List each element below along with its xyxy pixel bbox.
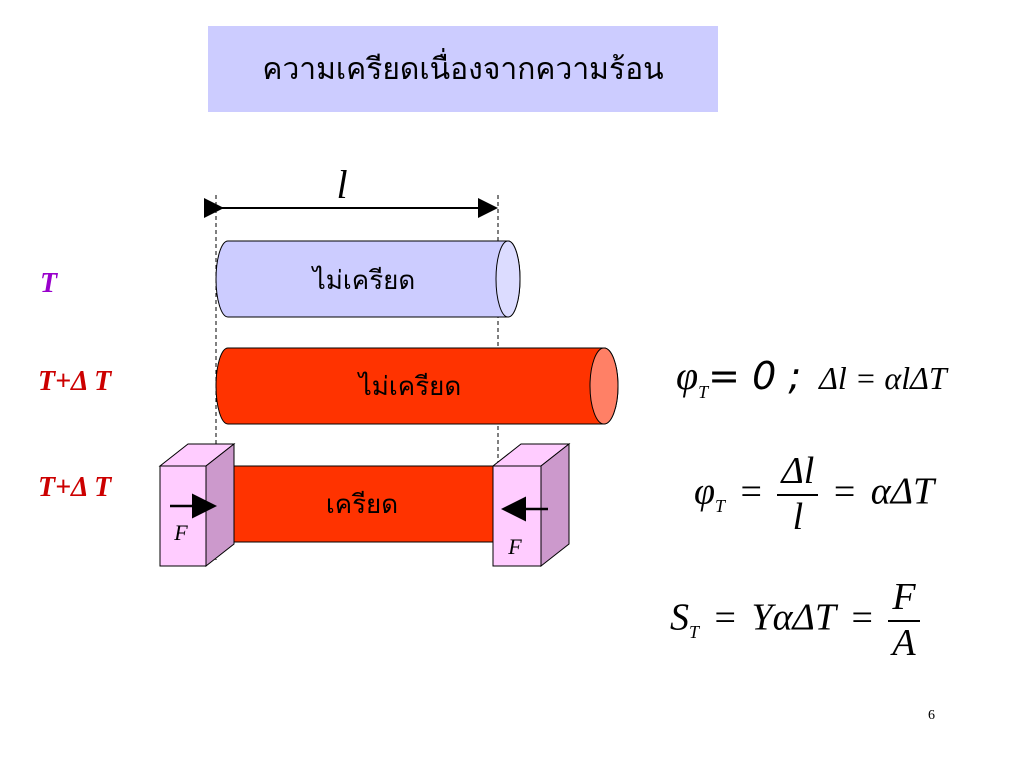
- temp-label-T: T: [40, 268, 58, 299]
- right-clamp-block: [491, 442, 571, 568]
- title-box: ความเครียดเนื่องจากความร้อน: [208, 26, 718, 112]
- phi-subscript: T: [698, 382, 709, 402]
- rod-unstressed-cool: [215, 240, 521, 318]
- phi-symbol-2: φ: [694, 470, 716, 513]
- expansion-equation: Δl = αlΔT: [819, 360, 947, 396]
- slide-number: 6: [928, 708, 935, 723]
- rod-unstressed-hot: [215, 347, 619, 425]
- formula-strain-zero: φT= 0 ; Δl = αlΔT: [676, 352, 947, 403]
- stress-symbol: S: [670, 596, 689, 639]
- rod-3-label: เครียด: [326, 490, 398, 520]
- right-force-label: F: [507, 534, 522, 559]
- formula-thermal-strain: φT = Δl l = αΔT: [694, 451, 935, 538]
- equals-sign-3: =: [714, 596, 736, 639]
- stress-subscript: T: [689, 622, 700, 643]
- phi-symbol: φ: [676, 353, 699, 398]
- phi-subscript-2: T: [715, 496, 726, 517]
- rod-1-label: ไม่เครียด: [311, 265, 416, 296]
- temp-label-T-plus-dT-2: T+Δ T: [38, 472, 112, 503]
- area-denominator: A: [892, 621, 916, 664]
- fraction-numerator: Δl: [777, 451, 819, 496]
- fraction-denominator: l: [792, 495, 804, 538]
- equals-sign-2: =: [833, 470, 856, 513]
- force-area-fraction: F A: [888, 577, 920, 664]
- rod-2-label: ไม่เครียด: [357, 371, 462, 402]
- strain-result: αΔT: [870, 470, 935, 513]
- equals-sign-4: =: [851, 596, 873, 639]
- left-force-label: F: [173, 520, 188, 545]
- equals-sign-1: =: [740, 470, 762, 513]
- strain-fraction: Δl l: [777, 451, 819, 538]
- formula-thermal-stress: ST = YαΔT = F A: [670, 577, 920, 664]
- slide-title: ความเครียดเนื่องจากความร้อน: [262, 51, 664, 87]
- stress-expression: YαΔT: [751, 596, 836, 639]
- temp-label-T-plus-dT-1: T+Δ T: [38, 366, 112, 397]
- force-numerator: F: [888, 577, 920, 622]
- equals-zero: = 0 ;: [708, 354, 802, 398]
- length-label: l: [336, 162, 347, 207]
